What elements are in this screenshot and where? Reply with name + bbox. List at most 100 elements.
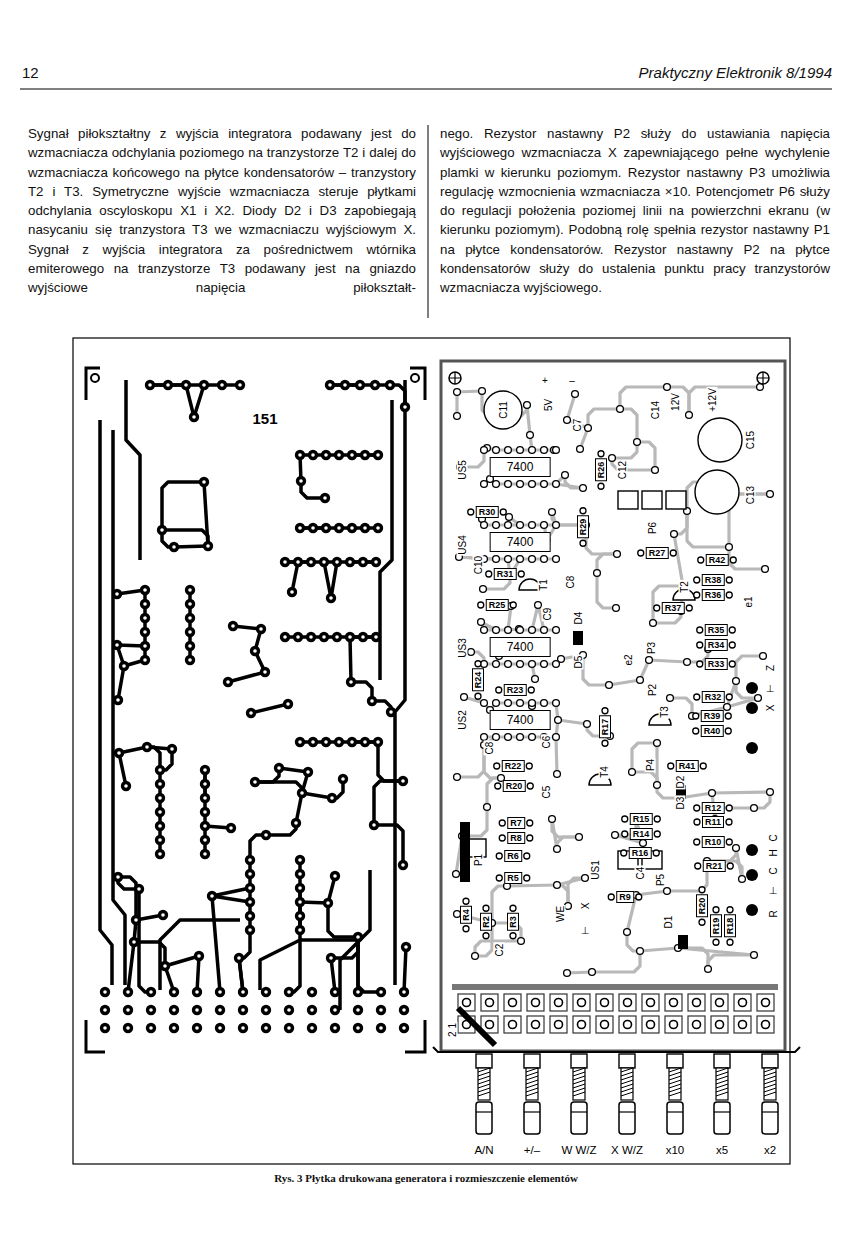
button-cap — [476, 1111, 492, 1112]
solder-pad — [308, 450, 318, 460]
drill-hole — [329, 956, 333, 960]
solder-pad — [576, 834, 583, 841]
resistor-box: R9 — [616, 891, 634, 903]
lead-pad — [494, 763, 500, 769]
solder-pad — [235, 380, 245, 390]
button-housing — [571, 1054, 587, 1068]
solder-pad — [284, 1005, 294, 1015]
solder-pad — [400, 402, 410, 412]
solder-pad — [112, 589, 122, 599]
solder-pad — [376, 1005, 386, 1015]
connector-cell — [688, 994, 705, 1011]
track-outline — [632, 772, 657, 785]
solder-pad — [217, 380, 227, 390]
solder-pad — [261, 1023, 271, 1033]
terminal-pad — [746, 702, 758, 714]
solder-pad — [169, 1023, 179, 1033]
drill-hole — [350, 526, 354, 530]
solder-pad — [762, 566, 769, 573]
spring-hatch — [716, 1076, 728, 1080]
solder-pad — [215, 987, 225, 997]
drill-hole — [188, 588, 192, 592]
button-housing — [524, 1054, 540, 1068]
lead-pad — [636, 894, 642, 900]
ic-package: 7400 — [490, 710, 551, 730]
solder-pad — [398, 776, 408, 786]
part-name: R25 — [489, 600, 506, 610]
solder-pad — [261, 1005, 271, 1015]
solder-pad — [549, 816, 556, 823]
part-name: R14 — [633, 829, 650, 839]
drill-hole — [324, 526, 328, 530]
solder-pad — [606, 682, 613, 689]
drill-hole — [379, 990, 383, 994]
solder-pad — [664, 384, 671, 391]
resistor-box: R3 — [507, 913, 519, 931]
ic-type: 7400 — [507, 460, 534, 474]
ic-package: 7400 — [490, 532, 551, 552]
solder-pad — [185, 655, 195, 665]
drill-hole — [241, 1026, 245, 1030]
solder-pad — [245, 925, 255, 935]
drill-hole — [373, 383, 377, 387]
spring-hatch — [764, 1084, 776, 1088]
solder-pad — [705, 966, 712, 973]
button-cap — [714, 1111, 730, 1112]
drill-hole — [126, 1026, 130, 1030]
solder-pad — [293, 632, 303, 642]
drill-hole — [226, 680, 230, 684]
copper-trace — [118, 877, 136, 920]
lead-pad — [500, 509, 506, 515]
solder-pad — [280, 557, 290, 567]
drill-hole — [309, 635, 313, 639]
solder-pad — [145, 380, 155, 390]
solder-pad — [640, 840, 647, 847]
solder-pad — [295, 523, 305, 533]
copper-trace — [162, 482, 204, 530]
solder-pad — [553, 661, 560, 668]
spring-hatch — [716, 1068, 728, 1072]
drill-hole — [324, 740, 328, 744]
trimmer-outline — [618, 491, 638, 509]
button-housing — [619, 1054, 635, 1068]
solder-pad — [399, 987, 409, 997]
solder-pad — [565, 903, 572, 910]
lead-pad — [725, 713, 731, 719]
drill-hole — [166, 383, 170, 387]
part-name: R29 — [578, 519, 588, 536]
component-label: D3 — [675, 796, 686, 811]
solder-pad — [158, 910, 168, 920]
component-label: X — [580, 902, 591, 911]
solder-pad — [541, 481, 548, 488]
lead-pad — [729, 661, 735, 667]
button-spring — [478, 1068, 490, 1100]
spring-hatch — [764, 1088, 776, 1092]
drill-hole — [231, 624, 235, 628]
solder-pad — [481, 481, 488, 488]
drill-hole — [203, 824, 207, 828]
part-name: R10 — [705, 837, 722, 847]
lead-pad — [726, 819, 732, 825]
mounting-hole — [757, 372, 769, 384]
solder-pad — [207, 891, 217, 901]
solder-pad — [142, 742, 152, 752]
solder-pad — [399, 1005, 409, 1015]
lead-pad — [654, 605, 660, 611]
solder-pad — [454, 389, 461, 396]
solder-pad — [308, 523, 318, 533]
drill-hole — [203, 852, 207, 856]
drill-hole — [158, 824, 162, 828]
solder-pad — [303, 767, 313, 777]
solder-pad — [332, 632, 342, 642]
body-text-column: nego. Rezystor nastawny P2 służy do usta… — [440, 124, 830, 298]
solder-pad — [293, 557, 303, 567]
part-name: R20 — [697, 898, 707, 915]
ic-type: 7400 — [507, 640, 534, 654]
solder-pad — [155, 835, 165, 845]
lead-pad — [463, 898, 469, 904]
lead-pad — [608, 894, 614, 900]
drill-hole — [122, 664, 126, 668]
lead-pad — [598, 451, 604, 457]
drill-hole — [259, 627, 263, 631]
solder-pad — [330, 871, 340, 881]
